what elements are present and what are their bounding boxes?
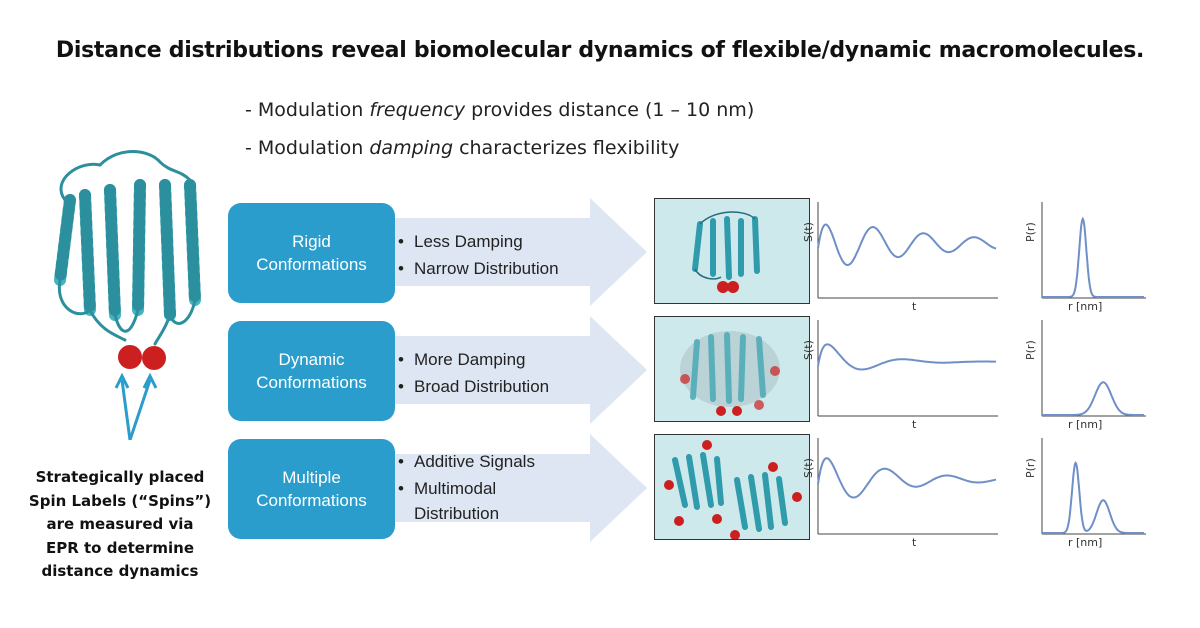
signal-axes xyxy=(817,320,998,417)
feature-list: More Damping Broad Distribution xyxy=(398,346,549,400)
signal-y-label: S(t) xyxy=(802,222,815,242)
distribution-axes xyxy=(1041,202,1146,299)
distribution-axes xyxy=(1041,438,1146,535)
distribution-axes xyxy=(1041,320,1146,417)
signal-axes xyxy=(817,438,998,535)
signal-plot-multiple: S(t) t xyxy=(800,434,1000,549)
distribution-y-label: P(r) xyxy=(1024,458,1037,478)
signal-x-label: t xyxy=(912,300,917,313)
signal-y-label: S(t) xyxy=(802,340,815,360)
distribution-curve xyxy=(1042,460,1144,534)
signal-axes xyxy=(817,202,998,299)
signal-curve xyxy=(817,457,997,499)
signal-plot-rigid: S(t) t xyxy=(800,198,1000,313)
signal-curve xyxy=(817,223,997,266)
protein-dynamic-thumbnail xyxy=(654,316,810,422)
signal-y-label: S(t) xyxy=(802,458,815,478)
feature-list: Less Damping Narrow Distribution xyxy=(398,228,559,282)
distribution-plot-rigid: P(r) r [nm] xyxy=(1020,198,1150,313)
signal-curve xyxy=(817,343,996,371)
signal-x-label: t xyxy=(912,536,917,549)
distribution-x-label: r [nm] xyxy=(1068,536,1103,549)
signal-plot-dynamic: S(t) t xyxy=(800,316,1000,431)
distribution-curve xyxy=(1042,381,1144,416)
distribution-plot-dynamic: P(r) r [nm] xyxy=(1020,316,1150,431)
key-points: - Modulation frequency provides distance… xyxy=(245,96,754,172)
distribution-x-label: r [nm] xyxy=(1068,300,1103,313)
distribution-y-label: P(r) xyxy=(1024,222,1037,242)
protein-multiple-thumbnail xyxy=(654,434,810,540)
protein-illustration xyxy=(30,140,220,441)
slide-title: Distance distributions reveal biomolecul… xyxy=(55,38,1145,63)
spin-label-caption: Strategically placed Spin Labels (“Spins… xyxy=(28,468,212,580)
distribution-y-label: P(r) xyxy=(1024,340,1037,360)
signal-x-label: t xyxy=(912,418,917,431)
bullet-frequency: - Modulation frequency provides distance… xyxy=(245,99,755,121)
distribution-x-label: r [nm] xyxy=(1068,418,1103,431)
feature-list: Additive Signals Multimodal Distribution xyxy=(398,448,535,526)
bullet-damping: - Modulation damping characterizes flexi… xyxy=(245,137,680,159)
protein-rigid-thumbnail xyxy=(654,198,810,304)
distribution-plot-multiple: P(r) r [nm] xyxy=(1020,434,1150,549)
distribution-curve xyxy=(1042,216,1144,298)
